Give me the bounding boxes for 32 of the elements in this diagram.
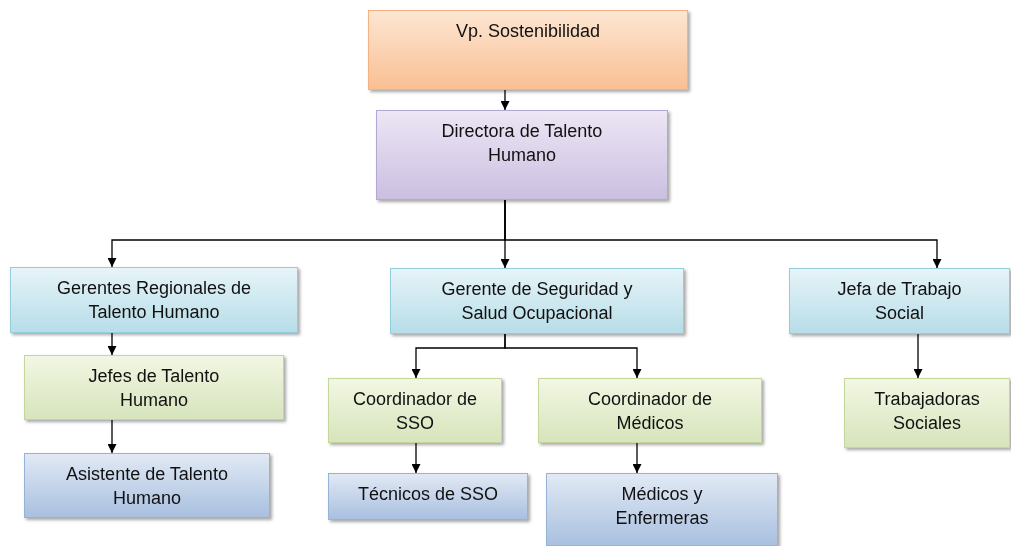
org-box [10,267,298,333]
role-title: Coordinador de Médicos [586,388,714,435]
connector-arrow [913,333,923,379]
org-box [368,10,688,90]
connector-arrow [504,199,942,269]
connector-arrow [411,442,421,474]
role-title: Jefes de Talento Humano [87,365,221,412]
org-box [844,378,1010,448]
role-title: Coordinador de SSO [351,388,479,435]
org-box [328,473,528,520]
connector-arrow [107,419,117,454]
connector-arrow [107,332,117,356]
org-box [24,453,270,518]
connector-arrow [500,89,510,111]
org-box [390,268,684,334]
connector-arrow [504,333,642,379]
role-title: Asistente de Talento Humano [65,463,229,510]
role-title: Gerente de Seguridad y Salud Ocupacional [440,278,634,325]
org-box [789,268,1010,334]
org-box [24,355,284,420]
connector-arrow [632,442,642,474]
org-box [376,110,668,200]
role-title: Vp. Sostenibilidad [455,20,601,43]
org-box [546,473,778,546]
role-title: Directora de Talento Humano [440,120,604,167]
role-title: Trabajadoras Sociales [873,388,981,435]
role-title: Jefa de Trabajo Social [836,278,963,325]
org-box [328,378,502,443]
role-title: Médicos y Enfermeras [614,483,710,530]
role-title: Técnicos de SSO [357,483,499,506]
role-title: Gerentes Regionales de Talento Humano [55,277,253,324]
org-box [538,378,762,443]
